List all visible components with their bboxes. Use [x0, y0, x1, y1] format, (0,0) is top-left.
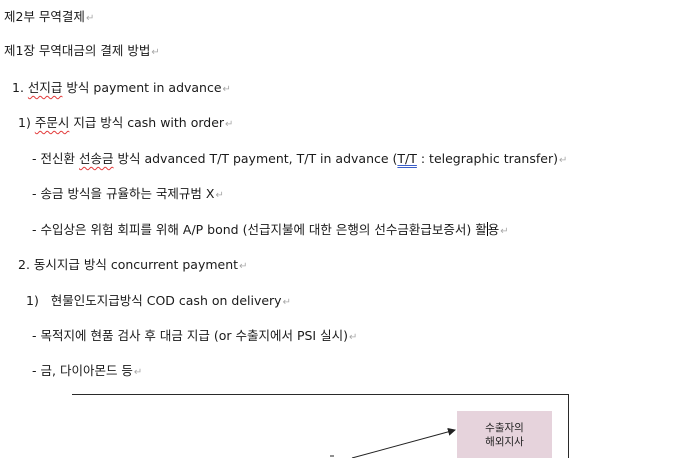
bullet-text: 용 [487, 222, 500, 237]
subsection-1-1-number: 1) [18, 115, 31, 130]
subsection-2-1-number: 1) [26, 293, 39, 308]
spellcheck-word[interactable]: 선송금 [79, 151, 114, 166]
section-1-text: 방식 payment in advance [62, 80, 222, 95]
subsection-2-1-heading: 1) 현물인도지급방식 COD cash on delivery↵ [26, 293, 291, 311]
paragraph-mark: ↵ [500, 226, 509, 237]
paragraph-mark: ↵ [558, 155, 568, 166]
paragraph-mark: ↵ [282, 297, 291, 308]
subsection-2-1-text: 현물인도지급방식 COD cash on delivery [50, 293, 282, 308]
bullet-text: 방식 advanced T/T payment, T/T in advance … [113, 151, 398, 166]
subsection-1-1-heading: 1) 주문시 지급 방식 cash with order↵ [18, 115, 233, 133]
bullet-text: 금, 다이아몬드 등 [40, 363, 133, 378]
paragraph-mark: ↵ [225, 119, 234, 130]
bullet-text: : telegraphic transfer) [416, 151, 558, 166]
paragraph-mark: ↵ [222, 84, 231, 95]
section-2-number: 2. [18, 257, 30, 272]
paragraph-mark: ↵ [85, 13, 95, 24]
bullet-item: - 금, 다이아몬드 등↵ [32, 363, 142, 381]
bullet-item: - 송금 방식을 규율하는 국제규범 X↵ [32, 186, 224, 204]
part-title-text: 제2부 무역결제 [4, 9, 85, 24]
bullet-item: - 목적지에 현품 검사 후 대금 지급 (or 수출지에서 PSI 실시)↵ [32, 328, 357, 346]
diagram-frame[interactable] [72, 394, 569, 458]
box-label-line-2: 해외지사 [485, 435, 524, 448]
bullet-text: 송금 방식을 규율하는 국제규범 X [40, 186, 215, 201]
part-title: 제2부 무역결제↵ [4, 9, 94, 27]
section-2-heading: 2. 동시지급 방식 concurrent payment↵ [18, 257, 247, 275]
chapter-title: 제1장 무역대금의 결제 방법↵ [4, 43, 160, 61]
spellcheck-word[interactable]: 주문시 [34, 115, 70, 130]
exporter-overseas-branch-box[interactable]: 수출자의 해외지사 [457, 411, 552, 458]
grammar-check-word[interactable]: T/T [397, 151, 417, 166]
bullet-item: - 수입상은 위험 회피를 위해 A/P bond (선급지불에 대한 은행의 … [32, 222, 509, 240]
subsection-1-1-text: 지급 방식 cash with order [69, 115, 225, 130]
section-1-heading: 1. 선지급 방식 payment in advance↵ [12, 80, 231, 98]
bullet-item: - 전신환 선송금 방식 advanced T/T payment, T/T i… [32, 151, 567, 169]
box-label-line-1: 수출자의 [485, 421, 524, 434]
chapter-title-text: 제1장 무역대금의 결제 방법 [4, 43, 151, 58]
paragraph-mark: ↵ [151, 47, 160, 58]
paragraph-mark: ↵ [133, 367, 143, 378]
bullet-text: 전신환 [40, 151, 76, 166]
bullet-text: 수입상은 위험 회피를 위해 A/P bond (선급지불에 대한 은행의 선수… [40, 222, 487, 237]
bullet-dash: - [32, 151, 37, 166]
text-cursor [486, 222, 488, 236]
bullet-dash: - [32, 186, 37, 201]
bullet-text: 목적지에 현품 검사 후 대금 지급 (or 수출지에서 PSI 실시) [40, 328, 348, 343]
bullet-dash: - [32, 363, 37, 378]
section-2-text: 동시지급 방식 concurrent payment [33, 257, 239, 272]
paragraph-mark: ↵ [348, 332, 358, 343]
section-1-number: 1. [12, 80, 24, 95]
spellcheck-word[interactable]: 선지급 [27, 80, 63, 95]
bullet-dash: - [32, 328, 37, 343]
paragraph-mark: ↵ [239, 261, 248, 272]
paragraph-mark: ↵ [215, 190, 224, 201]
bullet-dash: - [32, 222, 37, 237]
